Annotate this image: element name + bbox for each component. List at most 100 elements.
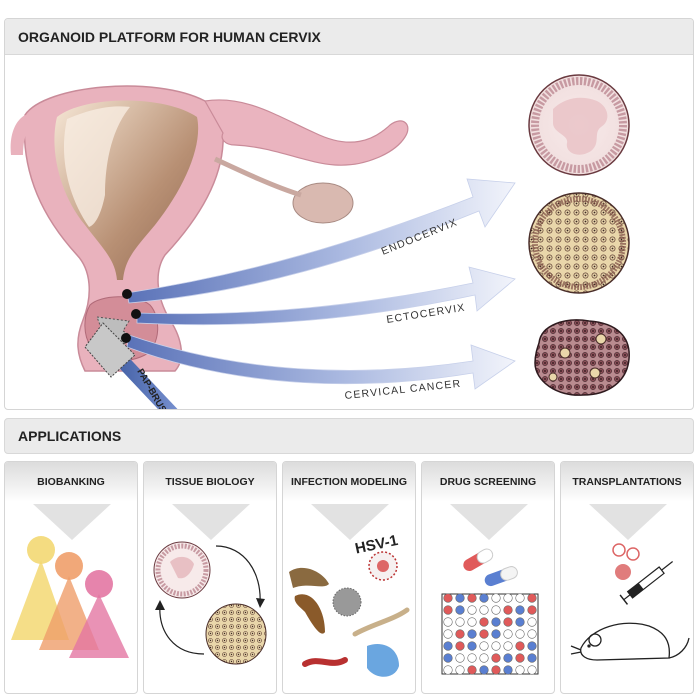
plate-well bbox=[479, 629, 489, 639]
tissue-biology-illustration bbox=[153, 504, 267, 665]
plate-well bbox=[467, 641, 477, 651]
card-down-arrow bbox=[172, 504, 250, 540]
sample-dot-endocervix bbox=[122, 289, 132, 299]
arrow-ectocervix: ECTOCERVIX bbox=[136, 266, 516, 326]
herpes-virus-icon bbox=[368, 551, 398, 581]
card-biobanking: BIOBANKING bbox=[4, 461, 138, 694]
card-down-arrow bbox=[589, 504, 667, 540]
card-label-biobanking: BIOBANKING bbox=[5, 462, 137, 502]
plate-well bbox=[503, 653, 513, 663]
plate-well bbox=[503, 605, 513, 615]
plate-well bbox=[527, 617, 537, 627]
plate-well bbox=[479, 605, 489, 615]
plate-well bbox=[503, 665, 513, 675]
plate-well bbox=[503, 641, 513, 651]
card-drug-screening: DRUG SCREENING bbox=[421, 461, 555, 694]
plate-well bbox=[503, 593, 513, 603]
plate-well bbox=[455, 641, 465, 651]
card-tissue-biology: TISSUE BIOLOGY bbox=[143, 461, 277, 694]
panel-title: ORGANOID PLATFORM FOR HUMAN CERVIX bbox=[5, 19, 693, 55]
plate-well bbox=[467, 653, 477, 663]
plate-well bbox=[479, 617, 489, 627]
protozoa-icon bbox=[367, 644, 399, 677]
plate-well bbox=[443, 605, 453, 615]
plate-well bbox=[455, 593, 465, 603]
plate-wells bbox=[443, 593, 537, 675]
plate-well bbox=[491, 653, 501, 663]
plate-well bbox=[527, 641, 537, 651]
pill-icon bbox=[463, 548, 494, 571]
card-down-arrow bbox=[33, 504, 111, 540]
bacterium-icon-2 bbox=[294, 594, 325, 634]
plate-well bbox=[479, 593, 489, 603]
plate-well bbox=[527, 629, 537, 639]
plate-well bbox=[443, 665, 453, 675]
plate-well bbox=[467, 593, 477, 603]
plate-well bbox=[491, 641, 501, 651]
plate-well bbox=[443, 641, 453, 651]
plate-well bbox=[467, 629, 477, 639]
syringe-icon bbox=[619, 561, 674, 605]
plate-well bbox=[455, 617, 465, 627]
plate-well bbox=[479, 641, 489, 651]
plate-well bbox=[467, 605, 477, 615]
card-down-arrow bbox=[311, 504, 389, 540]
plate-well bbox=[527, 605, 537, 615]
plate-well bbox=[515, 629, 525, 639]
bacterium-icon bbox=[289, 567, 329, 588]
plate-well bbox=[515, 605, 525, 615]
plate-well bbox=[479, 665, 489, 675]
plate-well bbox=[515, 641, 525, 651]
plate-well bbox=[515, 617, 525, 627]
infection-modeling-illustration: HSV-1 bbox=[289, 504, 410, 677]
plate-well bbox=[455, 629, 465, 639]
spiky-virus-icon bbox=[332, 587, 362, 617]
plate-well bbox=[443, 617, 453, 627]
pap-brush: PAP-BRUSH bbox=[84, 322, 178, 409]
plate-well bbox=[515, 665, 525, 675]
uterus-illustration bbox=[10, 85, 409, 372]
plate-well bbox=[515, 653, 525, 663]
plate-well bbox=[527, 593, 537, 603]
organoid-platform-panel: ORGANOID PLATFORM FOR HUMAN CERVIX bbox=[4, 18, 694, 410]
biobanking-illustration bbox=[11, 504, 129, 658]
drug-screening-illustration bbox=[441, 504, 539, 675]
organoid-cervical-cancer bbox=[534, 319, 630, 396]
plate-well bbox=[455, 653, 465, 663]
card-label-drug-screening: DRUG SCREENING bbox=[422, 462, 554, 502]
plate-well bbox=[455, 665, 465, 675]
sperm-icon bbox=[352, 607, 410, 637]
worm-bacterium-icon bbox=[302, 657, 348, 667]
card-down-arrow bbox=[450, 504, 528, 540]
plate-well bbox=[491, 605, 501, 615]
plate-well bbox=[467, 665, 477, 675]
cervix-diagram: ENDOCERVIX ECTOCERVIX CERVICAL CANCER PA… bbox=[10, 74, 630, 409]
plate-well bbox=[527, 653, 537, 663]
plate-well bbox=[443, 653, 453, 663]
plate-well bbox=[467, 617, 477, 627]
card-label-infection-modeling: INFECTION MODELING bbox=[283, 462, 415, 502]
plate-well bbox=[491, 665, 501, 675]
organoid-ectocervix bbox=[528, 192, 630, 294]
plate-well bbox=[455, 605, 465, 615]
mouse-icon bbox=[570, 622, 690, 661]
card-transplantations: TRANSPLANTATIONS bbox=[560, 461, 694, 694]
card-infection-modeling: HSV-1 INFECTION MODELING bbox=[282, 461, 416, 694]
card-label-tissue-biology: TISSUE BIOLOGY bbox=[144, 462, 276, 502]
card-label-transplantations: TRANSPLANTATIONS bbox=[561, 462, 693, 502]
plate-well bbox=[503, 629, 513, 639]
plate-well bbox=[443, 593, 453, 603]
organoid-droplet bbox=[615, 564, 631, 580]
plate-well bbox=[503, 617, 513, 627]
transplantations-illustration bbox=[570, 504, 690, 661]
plate-well bbox=[479, 653, 489, 663]
plate-well bbox=[491, 629, 501, 639]
arrow-cervical-cancer: CERVICAL CANCER bbox=[126, 334, 516, 402]
sample-dot-ectocervix bbox=[131, 309, 141, 319]
organoid-endocervix bbox=[528, 74, 630, 176]
applications-title: APPLICATIONS bbox=[4, 418, 694, 454]
capsule-icon bbox=[484, 566, 518, 587]
plate-well bbox=[515, 593, 525, 603]
plate-well bbox=[491, 617, 501, 627]
sample-dot-cancer bbox=[121, 333, 131, 343]
